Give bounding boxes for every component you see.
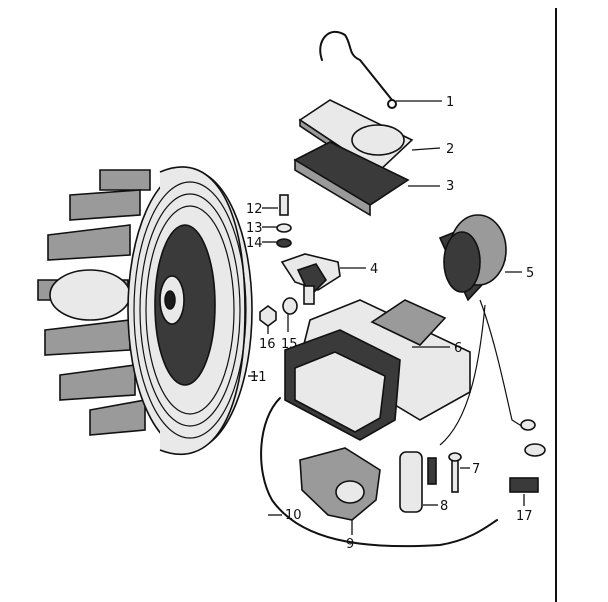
callout-16: 16 [259,337,276,352]
gasket-part-3 [293,141,410,217]
screw-part-12 [279,194,289,216]
leader-lines [248,100,525,535]
callout-11: 11 [250,370,267,385]
callout-15: 15 [281,337,298,352]
ignition-coil-part-5 [438,214,507,302]
washer-part-14 [276,238,292,248]
callout-12: 12 [246,202,263,217]
callout-6: 6 [454,341,462,356]
callout-14: 14 [246,236,263,251]
bolt-part-7 [448,452,462,493]
coil-wire [439,299,546,457]
callout-3: 3 [446,179,454,194]
callout-17: 17 [516,509,533,524]
callout-4: 4 [370,262,378,277]
callout-7: 7 [472,462,480,477]
contact-breaker-part-4 [280,253,341,305]
flywheel-part-11 [37,166,253,456]
wire-part-10 [260,397,498,548]
spring-clip-part-1 [319,30,397,109]
base-plate-part-6 [284,299,471,441]
washer-part-13 [276,223,292,233]
callout-2: 2 [446,142,454,157]
callout-9: 9 [346,537,354,552]
callout-8: 8 [440,499,448,514]
washer-part-15 [282,297,298,315]
callout-13: 13 [246,221,263,236]
callout-1: 1 [446,95,454,110]
insulator-part-17 [509,477,539,493]
callout-5: 5 [526,266,534,281]
nut-part-16 [259,305,277,327]
condenser-part-8 [399,451,437,513]
gasket-part-9 [299,447,381,521]
callout-10: 10 [285,508,302,523]
